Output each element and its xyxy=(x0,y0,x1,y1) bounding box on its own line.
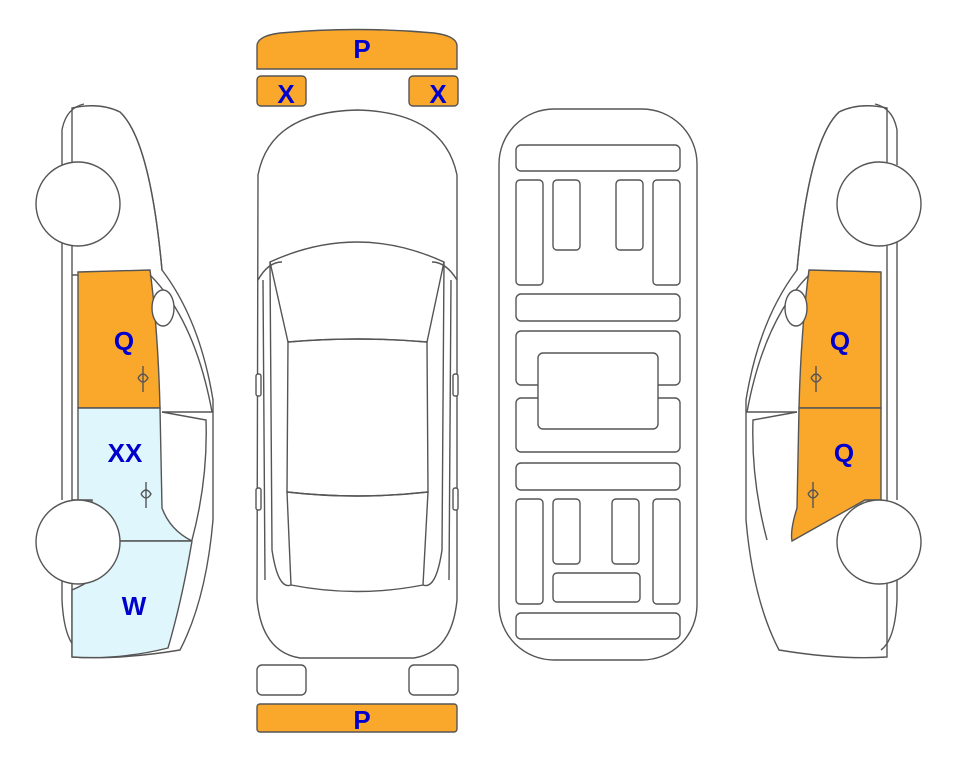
right-headlight-label: X xyxy=(429,79,447,109)
right-taillight[interactable] xyxy=(408,664,459,696)
right-front-wheel xyxy=(836,161,922,247)
left-front-door-label: Q xyxy=(114,326,134,356)
left-headlight-shape xyxy=(256,75,307,107)
left-taillight[interactable] xyxy=(256,664,307,696)
right-rear-wheel xyxy=(836,499,922,585)
left-rear-quarter-label: W xyxy=(122,591,147,621)
left-rear-wheel xyxy=(35,499,121,585)
underbody-center-panel xyxy=(537,352,659,430)
right-rear-door[interactable]: Q xyxy=(790,407,882,543)
rear-bumper[interactable]: P xyxy=(256,703,458,735)
rear-bumper-shape xyxy=(256,703,458,733)
front-bumper-shape xyxy=(256,28,458,70)
left-headlight-label: X xyxy=(277,79,295,109)
left-rear-door[interactable]: XX xyxy=(77,407,193,542)
right-headlight[interactable]: X xyxy=(408,75,459,109)
rear-bumper-label: P xyxy=(353,705,370,735)
right-rear-door-label: Q xyxy=(834,438,854,468)
car-right-side-view: Q Q xyxy=(745,103,922,659)
car-left-side-view: Q XX W xyxy=(35,103,214,659)
left-headlight[interactable]: X xyxy=(256,75,307,109)
front-bumper[interactable]: P xyxy=(256,28,458,70)
left-front-door[interactable]: Q xyxy=(77,269,161,409)
car-top-body xyxy=(256,109,458,659)
car-underbody-view xyxy=(498,108,698,661)
left-front-wheel xyxy=(35,161,121,247)
car-top-view xyxy=(255,109,459,659)
right-rear-door-shape xyxy=(790,407,882,543)
right-front-door-label: Q xyxy=(830,326,850,356)
left-rear-door-label: XX xyxy=(108,438,143,468)
right-headlight-shape xyxy=(408,75,459,107)
right-front-door[interactable]: Q xyxy=(798,269,882,409)
front-bumper-label: P xyxy=(353,34,370,64)
